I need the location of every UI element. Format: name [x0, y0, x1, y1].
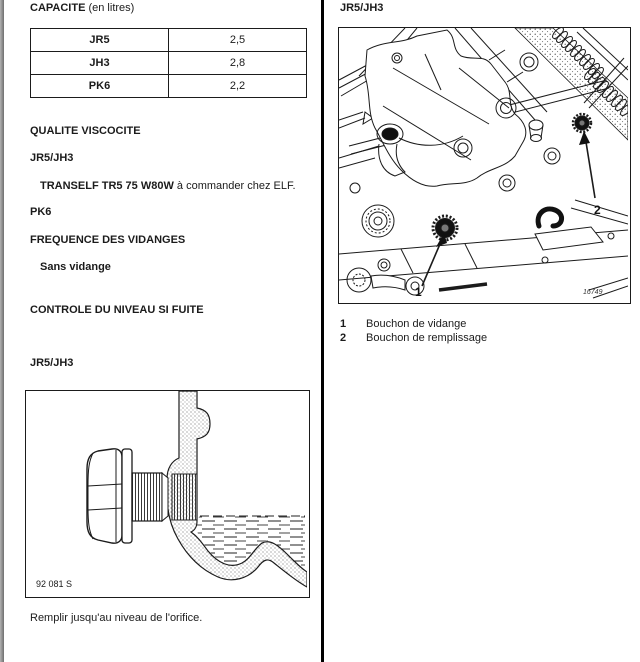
quality-heading: QUALITE VISCOCITE — [30, 125, 141, 137]
drain-plug-diagram: 92 081 S — [25, 390, 310, 598]
housing-rib — [392, 67, 490, 125]
hose-squiggle — [535, 206, 564, 229]
cell-model: JH3 — [30, 51, 169, 75]
bolt — [453, 138, 473, 158]
crossmember-rib — [464, 243, 478, 269]
housing-rib — [382, 105, 472, 161]
table-row: JH3 2,8 — [30, 51, 307, 75]
level-variant-label: JR5/JH3 — [30, 357, 74, 369]
callout-1-arrowhead — [436, 233, 447, 247]
callout-1-arrow — [421, 243, 441, 287]
legend-item: 1 Bouchon de vidange — [340, 317, 620, 331]
right-heading: JR5/JH3 — [340, 2, 384, 14]
bolt — [543, 147, 561, 165]
beam-rung — [506, 71, 524, 83]
callout-2-number: 2 — [594, 203, 601, 217]
wishbone — [346, 267, 425, 296]
orifice-threads — [171, 473, 198, 521]
oil-region — [197, 516, 305, 570]
bolt — [498, 174, 516, 192]
capacity-title-bold: CAPACITE — [30, 2, 86, 14]
drain-note: Sans vidange — [40, 261, 111, 273]
plug-head — [86, 448, 123, 544]
oil-spec-note: à commander chez ELF. — [173, 180, 296, 192]
capacity-table: JR5 2,5 JH3 2,8 PK6 2,2 — [30, 28, 307, 98]
plug-thread-tip — [161, 471, 169, 523]
housing-rib — [398, 135, 464, 146]
callout-2-arrow — [585, 141, 596, 199]
bolt — [391, 52, 403, 64]
plug-threads — [131, 472, 163, 522]
mount-bolt — [376, 123, 406, 177]
callout-1-number: 1 — [415, 285, 422, 299]
cell-model: PK6 — [30, 74, 169, 98]
capacity-title-unit: (en litres) — [85, 2, 135, 14]
beam-rung — [488, 49, 506, 61]
cell-value: 2,5 — [168, 28, 307, 52]
figure-legend: 1 Bouchon de vidange 2 Bouchon de rempli… — [340, 317, 620, 345]
fill-caption: Remplir jusqu'au niveau de l'orifice. — [30, 612, 203, 624]
gearbox-underside-diagram: 1 2 16749 — [338, 27, 632, 304]
filler-plug — [571, 112, 593, 134]
crossmember-hole — [541, 256, 549, 264]
legend-item-number: 1 — [340, 318, 347, 330]
cell-value: 2,8 — [168, 51, 307, 75]
slot-bar — [438, 282, 488, 292]
drain-heading: FREQUENCE DES VIDANGES — [30, 234, 186, 246]
gearbox-housing — [364, 29, 527, 187]
harness-tube — [576, 31, 629, 81]
crossmember-rib — [400, 248, 414, 274]
gearbox-underside-svg: 1 2 16749 — [338, 27, 632, 299]
page-edge-shadow — [0, 0, 4, 662]
cell-value: 2,2 — [168, 74, 307, 98]
plug-flange — [121, 448, 133, 544]
table-row: PK6 2,2 — [30, 74, 307, 98]
subframe-rail — [574, 199, 629, 217]
harness-tube — [582, 27, 629, 71]
rail-line — [592, 285, 629, 299]
figure-ref-number: 16749 — [583, 289, 603, 296]
oil-spec-product: TRANSELF TR5 75 W80W — [40, 180, 174, 192]
bolt — [377, 258, 391, 272]
cell-model: JR5 — [30, 28, 169, 52]
figure-ref-label: 92 081 S — [36, 579, 72, 589]
subframe-rail — [570, 207, 629, 225]
crossmember-hole — [607, 232, 615, 240]
legend-item-label: Bouchon de vidange — [366, 318, 467, 330]
column-divider — [321, 0, 324, 662]
oil-spec-line: TRANSELF TR5 75 W80W à commander chez EL… — [40, 180, 296, 193]
legend-item-label: Bouchon de remplissage — [366, 332, 488, 344]
housing-rib — [424, 53, 442, 91]
bolt — [495, 97, 517, 119]
variant-label-pk6: PK6 — [30, 206, 52, 218]
legend-item-number: 2 — [340, 332, 347, 344]
differential-housing — [349, 182, 395, 238]
drain-plug-diagram-svg: 92 081 S — [36, 390, 308, 589]
crossmember-bracket — [534, 226, 604, 251]
callout-2-arrowhead — [579, 131, 590, 145]
legend-item: 2 Bouchon de remplissage — [340, 331, 620, 345]
variant-label-jr5jh3: JR5/JH3 — [30, 152, 74, 164]
plug-head-contour — [87, 452, 94, 540]
cylinder-detail — [528, 119, 544, 142]
rail-line — [588, 277, 629, 291]
housing-rib — [458, 67, 510, 109]
table-row: JR5 2,5 — [30, 28, 307, 52]
level-heading: CONTROLE DU NIVEAU SI FUITE — [30, 304, 204, 316]
beam — [470, 27, 548, 113]
bolt — [519, 52, 539, 72]
capacity-title: CAPACITE (en litres) — [30, 2, 134, 15]
